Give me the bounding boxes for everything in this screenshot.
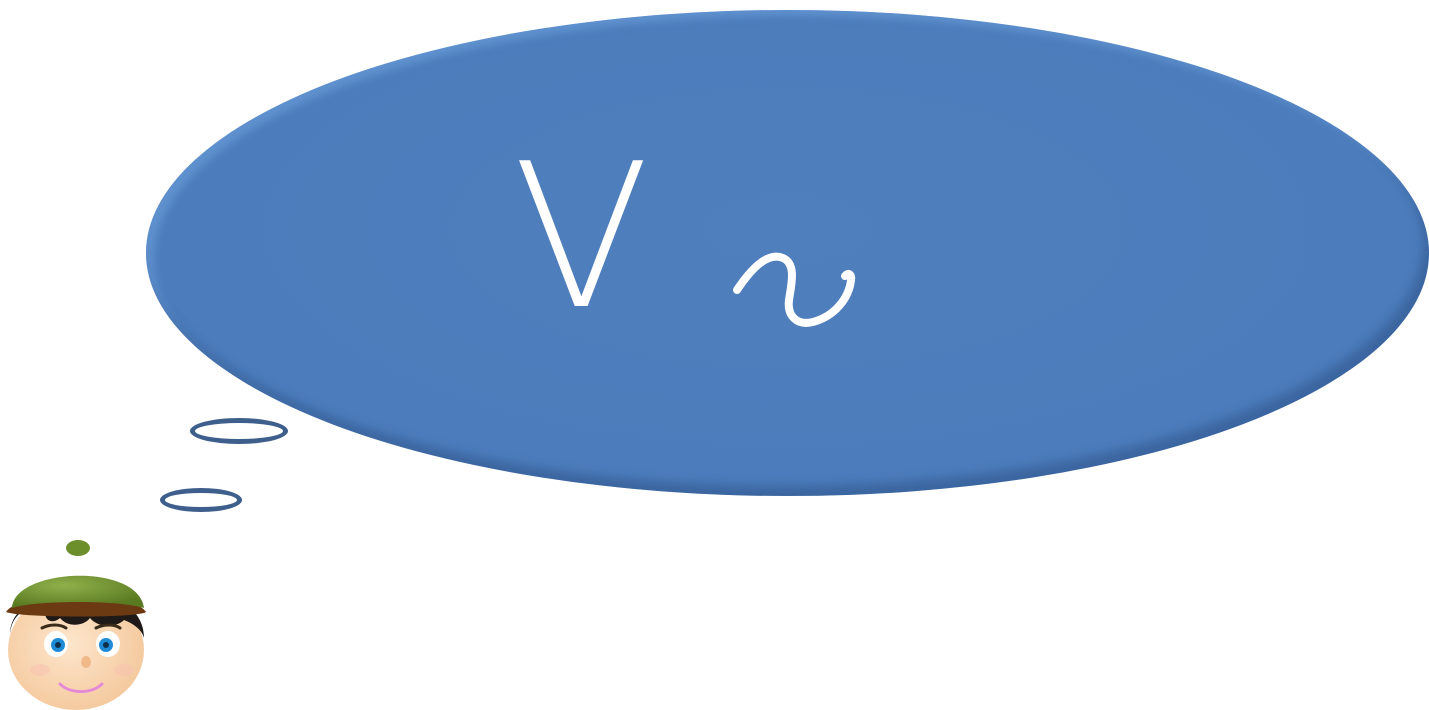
boy-face-icon [6,540,146,710]
lowercase-letter-text: v [741,307,742,309]
lowercase-cursive-letter: v [733,252,856,327]
thought-bubble: V v [146,10,1429,496]
thought-bubble-content: V v [146,10,1429,496]
thought-bubble-dot-small [160,488,242,512]
uppercase-letter: V [513,121,650,354]
thought-bubble-dot-large [190,418,288,444]
